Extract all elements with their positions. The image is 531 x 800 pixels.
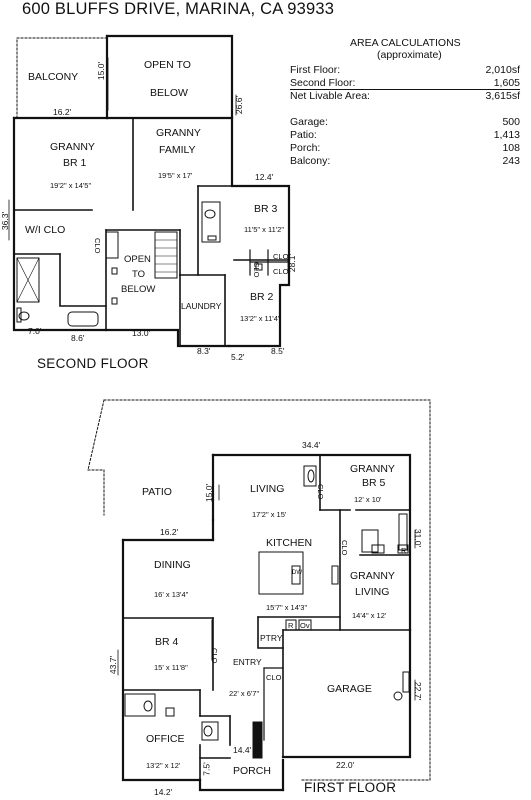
room-dining-size: 16' x 13'4"	[154, 590, 189, 599]
closet-label-1: CLO	[93, 238, 102, 254]
room-living: LIVING	[250, 483, 285, 495]
room-open-to-below-1: OPEN TO	[144, 59, 191, 71]
second-floor-title: SECOND FLOOR	[37, 356, 149, 371]
first-floor-walls	[121, 453, 412, 792]
dim-second-28-1: 28.1'	[287, 253, 298, 273]
room-br3: BR 3	[254, 203, 278, 215]
room-open-small-1: OPEN	[124, 254, 151, 265]
first-floor-title: FIRST FLOOR	[304, 780, 397, 795]
page-title: 600 BLUFFS DRIVE, MARINA, CA 93933	[22, 0, 335, 18]
room-granny-br5-size: 12' x 10'	[354, 495, 382, 504]
room-entry-size: 22' x 6'7"	[229, 689, 260, 698]
room-kitchen-size: 15'7" x 14'3"	[266, 603, 308, 612]
closet-label-4: CLO	[273, 267, 289, 276]
room-br4: BR 4	[155, 636, 179, 648]
fridge-label-1: R	[288, 621, 294, 630]
dim-second-16-2: 16.2'	[53, 107, 72, 117]
dim-second-15: 15.0'	[96, 61, 107, 81]
room-living-size: 17'2" x 15'	[252, 510, 287, 519]
dim-first-22-7: 22.7'	[413, 681, 424, 701]
room-laundry: LAUNDRY	[181, 301, 222, 311]
room-garage: GARAGE	[327, 683, 372, 695]
dim-first-14-4: 14.4'	[233, 745, 252, 755]
dim-first-43-7: 43.7'	[108, 655, 119, 675]
closet-label-2: CLO	[252, 262, 261, 278]
room-office: OFFICE	[146, 733, 185, 745]
fridge-label-2: R	[401, 546, 407, 555]
dim-first-31-0: 31.0'	[413, 528, 424, 548]
dim-second-12-4: 12.4'	[255, 172, 274, 182]
dim-second-13-0: 13.0'	[132, 328, 151, 338]
room-entry: ENTRY	[233, 657, 262, 667]
dim-first-34-4: 34.4'	[302, 440, 321, 450]
dim-second-5-2: 5.2'	[231, 352, 245, 362]
closet-label-d: CLO	[266, 673, 282, 682]
room-br2: BR 2	[250, 291, 274, 303]
closet-label-3: CLO	[273, 252, 289, 261]
room-pantry: PTRY	[260, 633, 283, 643]
dim-second-36-3: 36.3'	[0, 211, 11, 231]
room-office-size: 13'2" x 12'	[146, 761, 181, 770]
room-granny-br1-size: 19'2" x 14'5"	[50, 181, 92, 190]
room-granny-br1: GRANNY	[50, 141, 95, 153]
first-floor-fixtures	[124, 465, 410, 759]
dim-second-8-6: 8.6'	[71, 333, 85, 343]
dim-second-7-0: 7.0'	[28, 326, 42, 336]
dim-first-14-2: 14.2'	[154, 787, 173, 797]
room-open-to-below-2: BELOW	[150, 87, 188, 99]
second-floor-walls	[12, 34, 291, 348]
dim-second-26-6: 26.6'	[234, 95, 245, 115]
room-granny-living-b: LIVING	[355, 586, 390, 598]
dim-second-8-3: 8.3'	[197, 346, 211, 356]
patio-outline	[87, 399, 431, 781]
room-br3-size: 11'5" x 11'2"	[244, 225, 285, 234]
room-granny-br5: GRANNY	[350, 463, 395, 475]
closet-label-a: CLO	[316, 484, 325, 500]
room-br2-size: 13'2" x 11'4"	[240, 314, 281, 323]
room-balcony: BALCONY	[28, 71, 79, 83]
room-open-small-2: TO	[132, 269, 146, 280]
room-granny-br5-b: BR 5	[362, 477, 386, 489]
dimension-lines	[8, 57, 416, 701]
room-kitchen: KITCHEN	[266, 537, 313, 549]
room-granny-family-b: FAMILY	[159, 144, 196, 156]
closet-label-c: CLO	[210, 648, 219, 664]
room-dining: DINING	[154, 559, 191, 571]
room-granny-family-size: 19'5" x 17'	[158, 171, 193, 180]
dim-second-8-5: 8.5'	[271, 346, 285, 356]
room-open-small-3: BELOW	[121, 284, 156, 295]
room-br4-size: 15' x 11'8"	[154, 663, 188, 672]
oven-label: Ov	[300, 621, 310, 630]
area-calculations: AREA CALCULATIONS (approximate) First Fl…	[290, 37, 520, 167]
area-heading: AREA CALCULATIONS	[350, 37, 461, 49]
dim-first-7-5: 7.5'	[201, 762, 212, 776]
room-granny-living-size: 14'4" x 12'	[352, 611, 387, 620]
room-granny-family: GRANNY	[156, 127, 201, 139]
closet-label-b: CLO	[340, 540, 349, 556]
room-wi-clo: W/I CLO	[25, 224, 66, 236]
room-patio: PATIO	[142, 486, 172, 498]
dim-first-22-0: 22.0'	[336, 760, 355, 770]
room-porch: PORCH	[233, 765, 271, 777]
area-divider	[290, 89, 520, 90]
room-granny-br1-b: BR 1	[63, 157, 87, 169]
area-subheading: (approximate)	[377, 49, 442, 61]
room-granny-living: GRANNY	[350, 570, 395, 582]
dishwasher-label: DW	[292, 570, 302, 576]
dim-first-15-0: 15.0'	[204, 483, 215, 503]
dim-first-16-2: 16.2'	[160, 527, 179, 537]
second-floor-fixtures	[16, 201, 263, 327]
